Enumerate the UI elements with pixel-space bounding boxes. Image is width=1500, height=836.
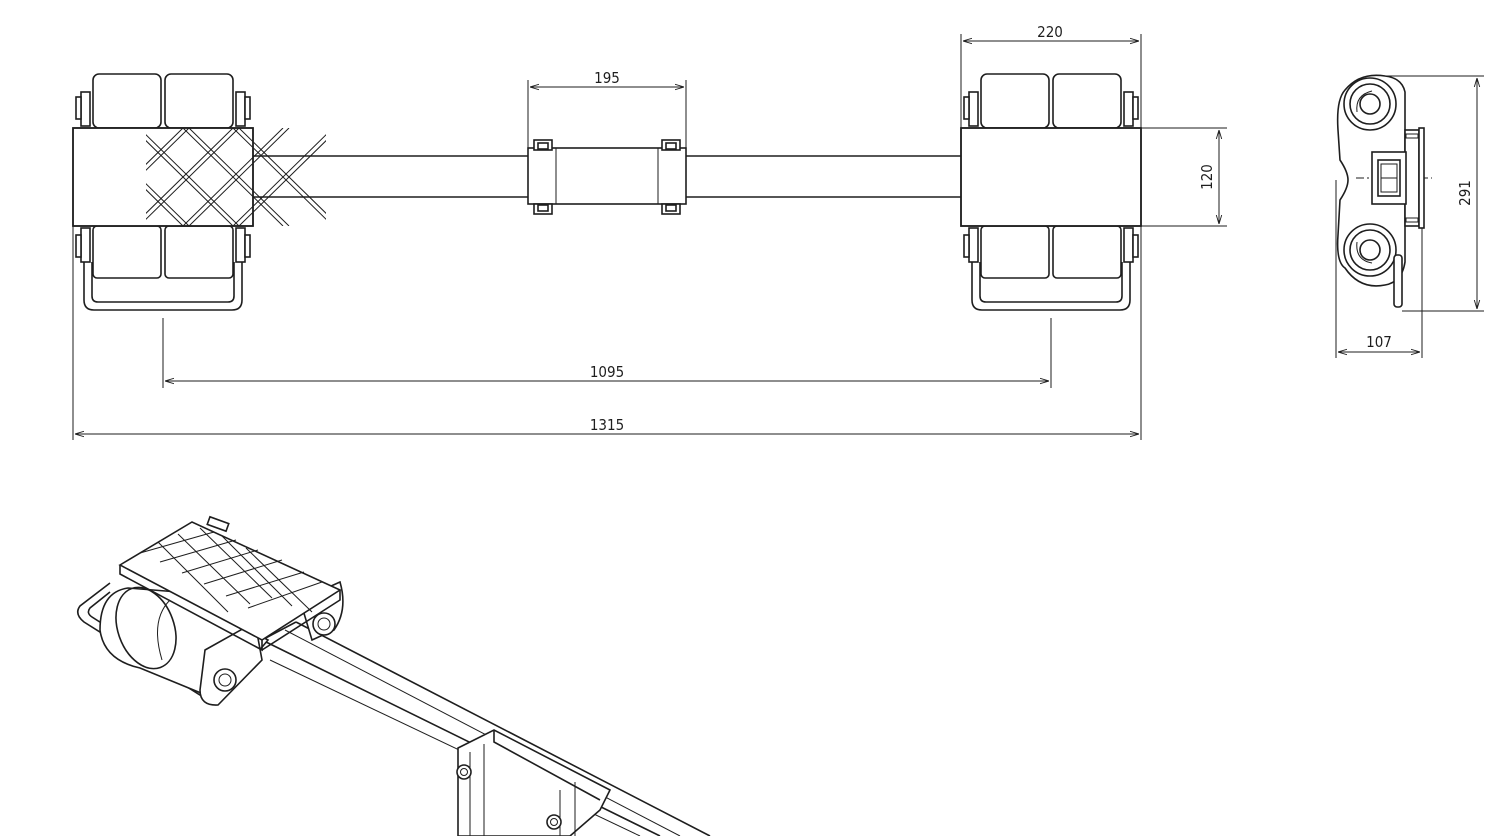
dimension-label-107: 107 [1366,333,1392,351]
dimension-clamp-length: 195 [527,69,687,148]
dimension-overall-height: 291 [1385,75,1484,312]
dimension-pad-width: 220 [960,23,1142,128]
right-trolley-top-view [960,73,1142,311]
isometric-pad-hatch [139,527,323,613]
dimension-side-depth: 107 [1335,180,1423,358]
dimension-pad-height: 120 [1141,127,1227,227]
dimension-label-195: 195 [594,69,620,87]
dimension-label-291: 291 [1456,180,1474,206]
dimension-label-220: 220 [1037,23,1063,41]
dimension-label-1095: 1095 [590,363,624,381]
dimension-label-120: 120 [1198,164,1216,190]
dimension-label-1315: 1315 [590,416,624,434]
isometric-view [76,515,711,836]
dimension-wheel-base: 1095 [162,318,1052,388]
dimension-overall-length: 1315 [72,226,1142,440]
trolley-side-view [1336,74,1432,308]
left-trolley-top-view [72,73,326,311]
center-clamp-top-view [527,139,687,215]
